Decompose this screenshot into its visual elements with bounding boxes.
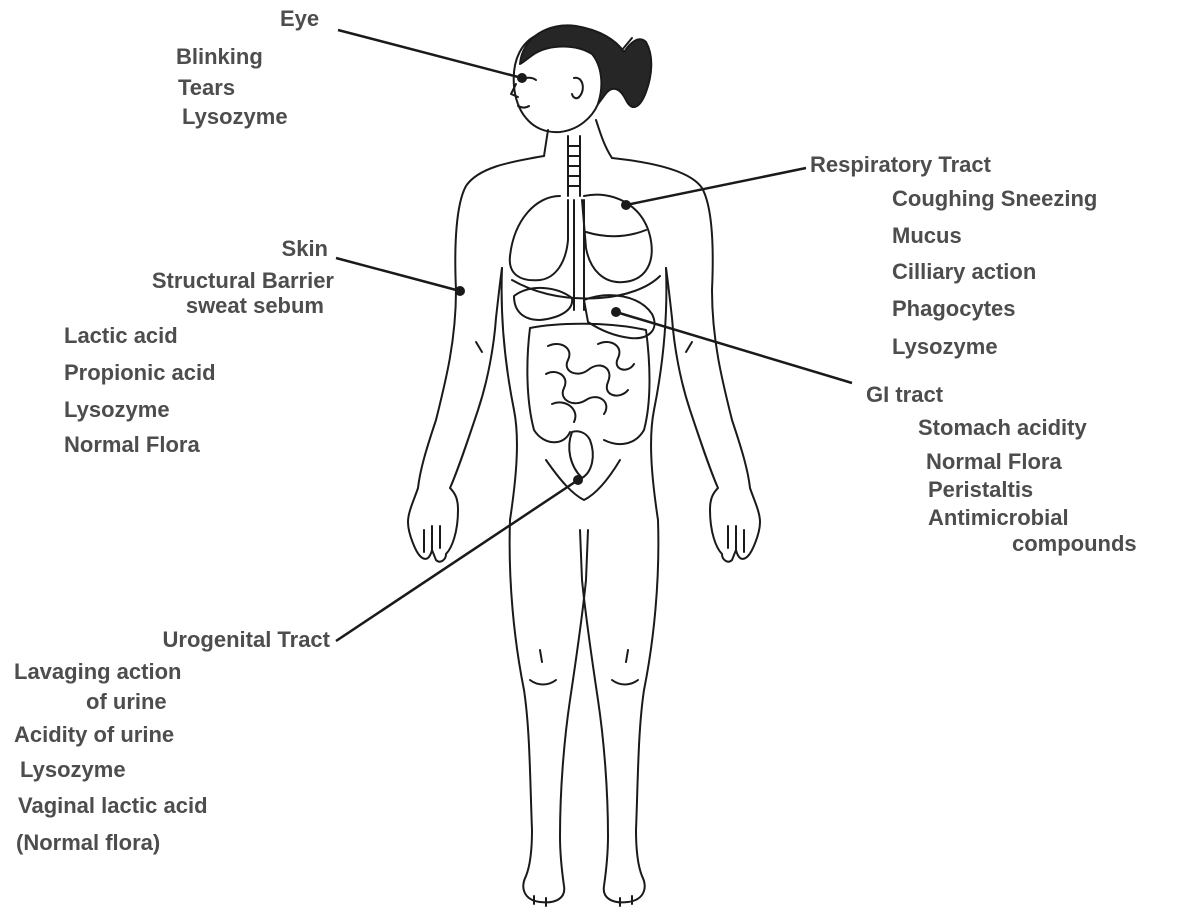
skin-item-lysozyme: Lysozyme (64, 397, 170, 423)
rectum (569, 431, 593, 478)
respiratory-item-lysozyme: Lysozyme (892, 334, 998, 360)
eye-title: Eye (280, 6, 319, 32)
pointer-line-gi (616, 312, 852, 383)
lung-lobe-line (586, 230, 646, 236)
respiratory-item-mucus: Mucus (892, 223, 962, 249)
urogenital-item-vaginal-lactic-acid: Vaginal lactic acid (18, 793, 208, 819)
gi-item-peristaltis: Peristaltis (928, 477, 1033, 503)
skin-item-sweat-sebum: sweat sebum (100, 293, 324, 319)
urogenital-item-normal-flora: (Normal flora) (16, 830, 160, 856)
left-lung (510, 196, 568, 280)
right-knee (612, 650, 638, 685)
pointer-line-eye (338, 30, 522, 78)
pointer-line-skin (336, 258, 460, 291)
torso-right (651, 268, 666, 520)
stomach (584, 295, 655, 338)
right-fingers (728, 526, 744, 552)
skin-item-structural-barrier: Structural Barrier (60, 268, 334, 294)
large-intestine (527, 324, 649, 444)
urogenital-item-lavaging-action: Lavaging action (14, 659, 181, 685)
skin-title: Skin (232, 236, 328, 262)
toes (534, 896, 632, 906)
eye-item-lysozyme: Lysozyme (182, 104, 288, 130)
skin-item-lactic-acid: Lactic acid (64, 323, 178, 349)
pointer-dot-respiratory (621, 200, 631, 210)
right-arm-outline (612, 158, 760, 562)
small-intestine (546, 342, 634, 422)
pointer-dot-skin (455, 286, 465, 296)
respiratory-item-phagocytes: Phagocytes (892, 296, 1016, 322)
eye-item-tears: Tears (178, 75, 235, 101)
urogenital-item-acidity-of-urine: Acidity of urine (14, 722, 174, 748)
eye-item-blinking: Blinking (176, 44, 263, 70)
pointer-dot-eye (517, 73, 527, 83)
neck-left (544, 130, 548, 156)
skin-item-normal-flora: Normal Flora (64, 432, 200, 458)
gi-item-normal-flora: Normal Flora (926, 449, 1062, 475)
skin-item-propionic-acid: Propionic acid (64, 360, 216, 386)
gi-title: GI tract (866, 382, 943, 408)
left-leg-outline (510, 520, 588, 902)
mouth-outline (518, 106, 529, 108)
right-lung (582, 195, 652, 283)
pointer-dot-urogenital (573, 475, 583, 485)
trachea (568, 136, 580, 196)
pointer-line-respiratory (626, 168, 806, 205)
neck-right (596, 120, 612, 158)
respiratory-item-coughing-sneezing: Coughing Sneezing (892, 186, 1097, 212)
chest-mark-right (686, 342, 692, 352)
left-fingers (424, 526, 440, 552)
urogenital-title: Urogenital Tract (90, 627, 330, 653)
respiratory-item-cilliary-action: Cilliary action (892, 259, 1036, 285)
pointer-dot-gi (611, 307, 621, 317)
chest-mark-left (476, 342, 482, 352)
gi-item-stomach-acidity: Stomach acidity (918, 415, 1087, 441)
respiratory-title: Respiratory Tract (810, 152, 991, 178)
urogenital-item-lysozyme: Lysozyme (20, 757, 126, 783)
urogenital-item-of-urine: of urine (86, 689, 167, 715)
gi-item-compounds: compounds (1012, 531, 1137, 557)
left-knee (530, 650, 556, 685)
right-leg-outline (580, 520, 658, 902)
ear-outline (572, 78, 583, 98)
gi-item-antimicrobial: Antimicrobial (928, 505, 1069, 531)
